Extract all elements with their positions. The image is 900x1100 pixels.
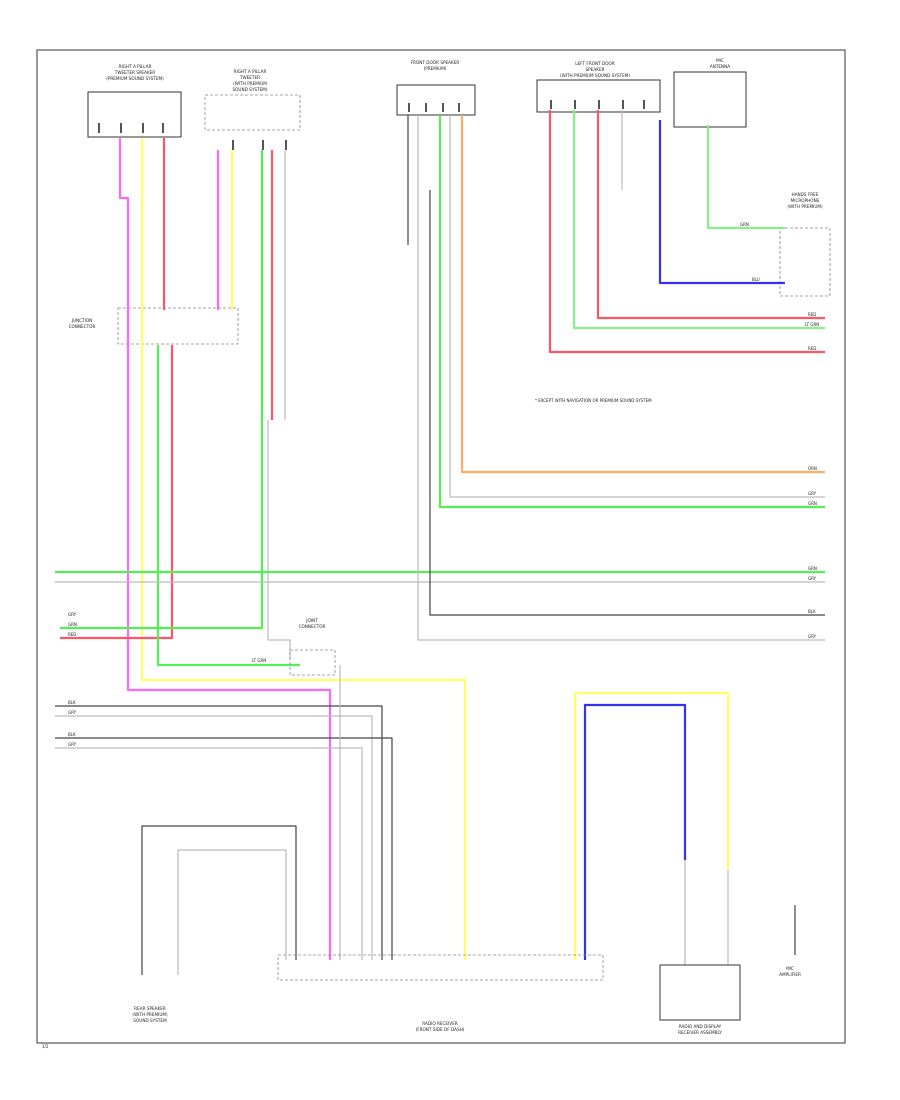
wire-label-ltgrn-right: LT GRN [805,322,819,327]
top-right-label-2: SPEAKER [586,67,605,72]
top-far-right-label-1: MIC [716,58,724,63]
yellow-wire [140,138,467,960]
top-left-b-label-3: (WITH PREMIUM [233,81,267,86]
orange-wire [460,115,825,474]
blue-wire-bottom [583,703,687,960]
left-junction-label-2: CONNECTOR [69,324,96,329]
wire-label-left-grn: GRN [68,622,77,627]
page-number: 1/2 [42,1044,49,1049]
blue-wire-right [658,120,785,285]
top-right-label-3: (WITH PREMIUM SOUND SYSTEM) [560,73,630,78]
gray-wire-left-1 [55,715,373,960]
left-junction-component: JUNCTION CONNECTOR [69,307,239,345]
green-wire-mid [438,115,825,509]
green-wire-b [60,150,264,630]
bottom-left-component: REAR SPEAKER (WITH PREMIUM) SOUND SYSTEM [132,1006,168,1023]
bottom-left-label-2: (WITH PREMIUM) [132,1012,168,1017]
black-loop-bottom-left [141,825,297,975]
wire-label-gray-c: GRY [808,634,817,639]
top-far-right-component: MIC ANTENNA [673,58,747,128]
top-far-right-label-2: ANTENNA [710,64,730,69]
right-mid-label-2: MICROPHONE [791,198,820,203]
gray-wire-bottom-right [684,860,729,965]
black-wire-left-2 [55,737,393,960]
top-left-a-component: RIGHT A PILLAR TWEETER SPEAKER (PREMIUM … [87,64,182,138]
top-mid-label-2: (PREMIUM) [424,66,447,71]
wire-label-gray-b: GRY [808,576,817,581]
green-wire-right [706,125,785,230]
wire-label-red-right-2: RED [808,312,816,317]
bottom-right-label-2: RECEIVER ASSEMBLY [678,1030,722,1035]
top-mid-component: FRONT DOOR SPEAKER (PREMIUM) [396,60,476,116]
top-left-b-label-2: TWEETER [239,75,260,80]
wire-label-green-main: GRN [808,566,817,571]
diagram-note: * EXCEPT WITH NAVIGATION OR PREMIUM SOUN… [535,398,652,403]
diagram-frame [36,49,846,1044]
bottom-far-right-label-2: AMPLIFIER [779,972,801,977]
bottom-center-component: RADIO RECEIVER (FRONT SIDE OF DASH) [277,954,604,1032]
center-conn-label-2: CONNECTOR [299,624,326,629]
wire-label-gray-a: GRY [808,491,817,496]
bottom-left-label-1: REAR SPEAKER [134,1006,166,1011]
top-left-b-label-1: RIGHT A PILLAR [234,69,267,74]
wire-label-blue-right: BLU [752,277,760,282]
top-mid-label-1: FRONT DOOR SPEAKER [411,60,460,65]
bottom-center-label-1: RADIO RECEIVER [422,1021,458,1026]
wire-label-red-right-1: RED [808,346,816,351]
center-conn-label-1: JOINT [305,618,318,623]
top-right-component: LEFT FRONT DOOR SPEAKER (WITH PREMIUM SO… [536,61,661,113]
right-mid-label-1: HANDS FREE [792,192,819,197]
wire-label-grn-right: GRN [740,222,749,227]
red-wire-left [60,138,174,640]
wire-label-left-gray: GRY [68,612,77,617]
top-left-b-label-4: SOUND SYSTEM) [232,87,267,92]
top-left-a-label-2: TWEETER SPEAKER [114,70,156,75]
wire-label-left-gry2: GRY [68,710,77,715]
bottom-right-component: RADIO AND DISPLAY RECEIVER ASSEMBLY [659,964,741,1035]
wire-label-left-gry3: GRY [68,742,77,747]
right-mid-component: HANDS FREE MICROPHONE (WITH PREMIUM) [779,192,831,297]
wire-label-left-blk2: BLK [68,732,76,737]
gray-loop-bottom-left [177,849,287,975]
top-left-a-label-1: RIGHT A PILLAR [119,64,152,69]
gray-wire-mid [417,115,825,641]
pink-wire [118,138,332,960]
center-connector-component: JOINT CONNECTOR [289,618,336,676]
green-wire-left [156,345,300,667]
bottom-left-label-3: SOUND SYSTEM [133,1018,167,1023]
wire-label-left-red: RED [68,632,76,637]
ltgreen-wire-right [572,110,825,330]
black-wire-mid [407,115,825,616]
top-right-label-1: LEFT FRONT DOOR [575,61,615,66]
yellow-wire-right [573,691,730,960]
wire-label-left-blk: BLK [68,700,76,705]
black-wire-left-1 [55,705,383,960]
bottom-far-right-label-1: MIC [786,966,794,971]
wire-label-green-a: GRN [808,501,817,506]
red-wire-right-2 [596,110,825,320]
gray-wire-mid-2 [449,115,825,498]
wire-label-orange: ORN [808,466,817,471]
red-wire-right-1 [548,110,825,354]
right-mid-label-3: (WITH PREMIUM) [787,204,823,209]
top-left-b-component: RIGHT A PILLAR TWEETER (WITH PREMIUM SOU… [204,69,301,150]
wire-label-black: BLK [808,609,816,614]
bottom-right-label-1: RADIO AND DISPLAY [679,1024,722,1029]
bottom-center-label-2: (FRONT SIDE OF DASH) [416,1027,465,1032]
bottom-far-right-component: MIC AMPLIFIER [779,905,801,977]
left-junction-label-1: JUNCTION [71,318,93,323]
gray-wire-left-2 [55,747,363,960]
top-left-a-label-3: (PREMIUM SOUND SYSTEM) [106,76,164,81]
wire-label-center-grn: LT GRN [252,658,266,663]
